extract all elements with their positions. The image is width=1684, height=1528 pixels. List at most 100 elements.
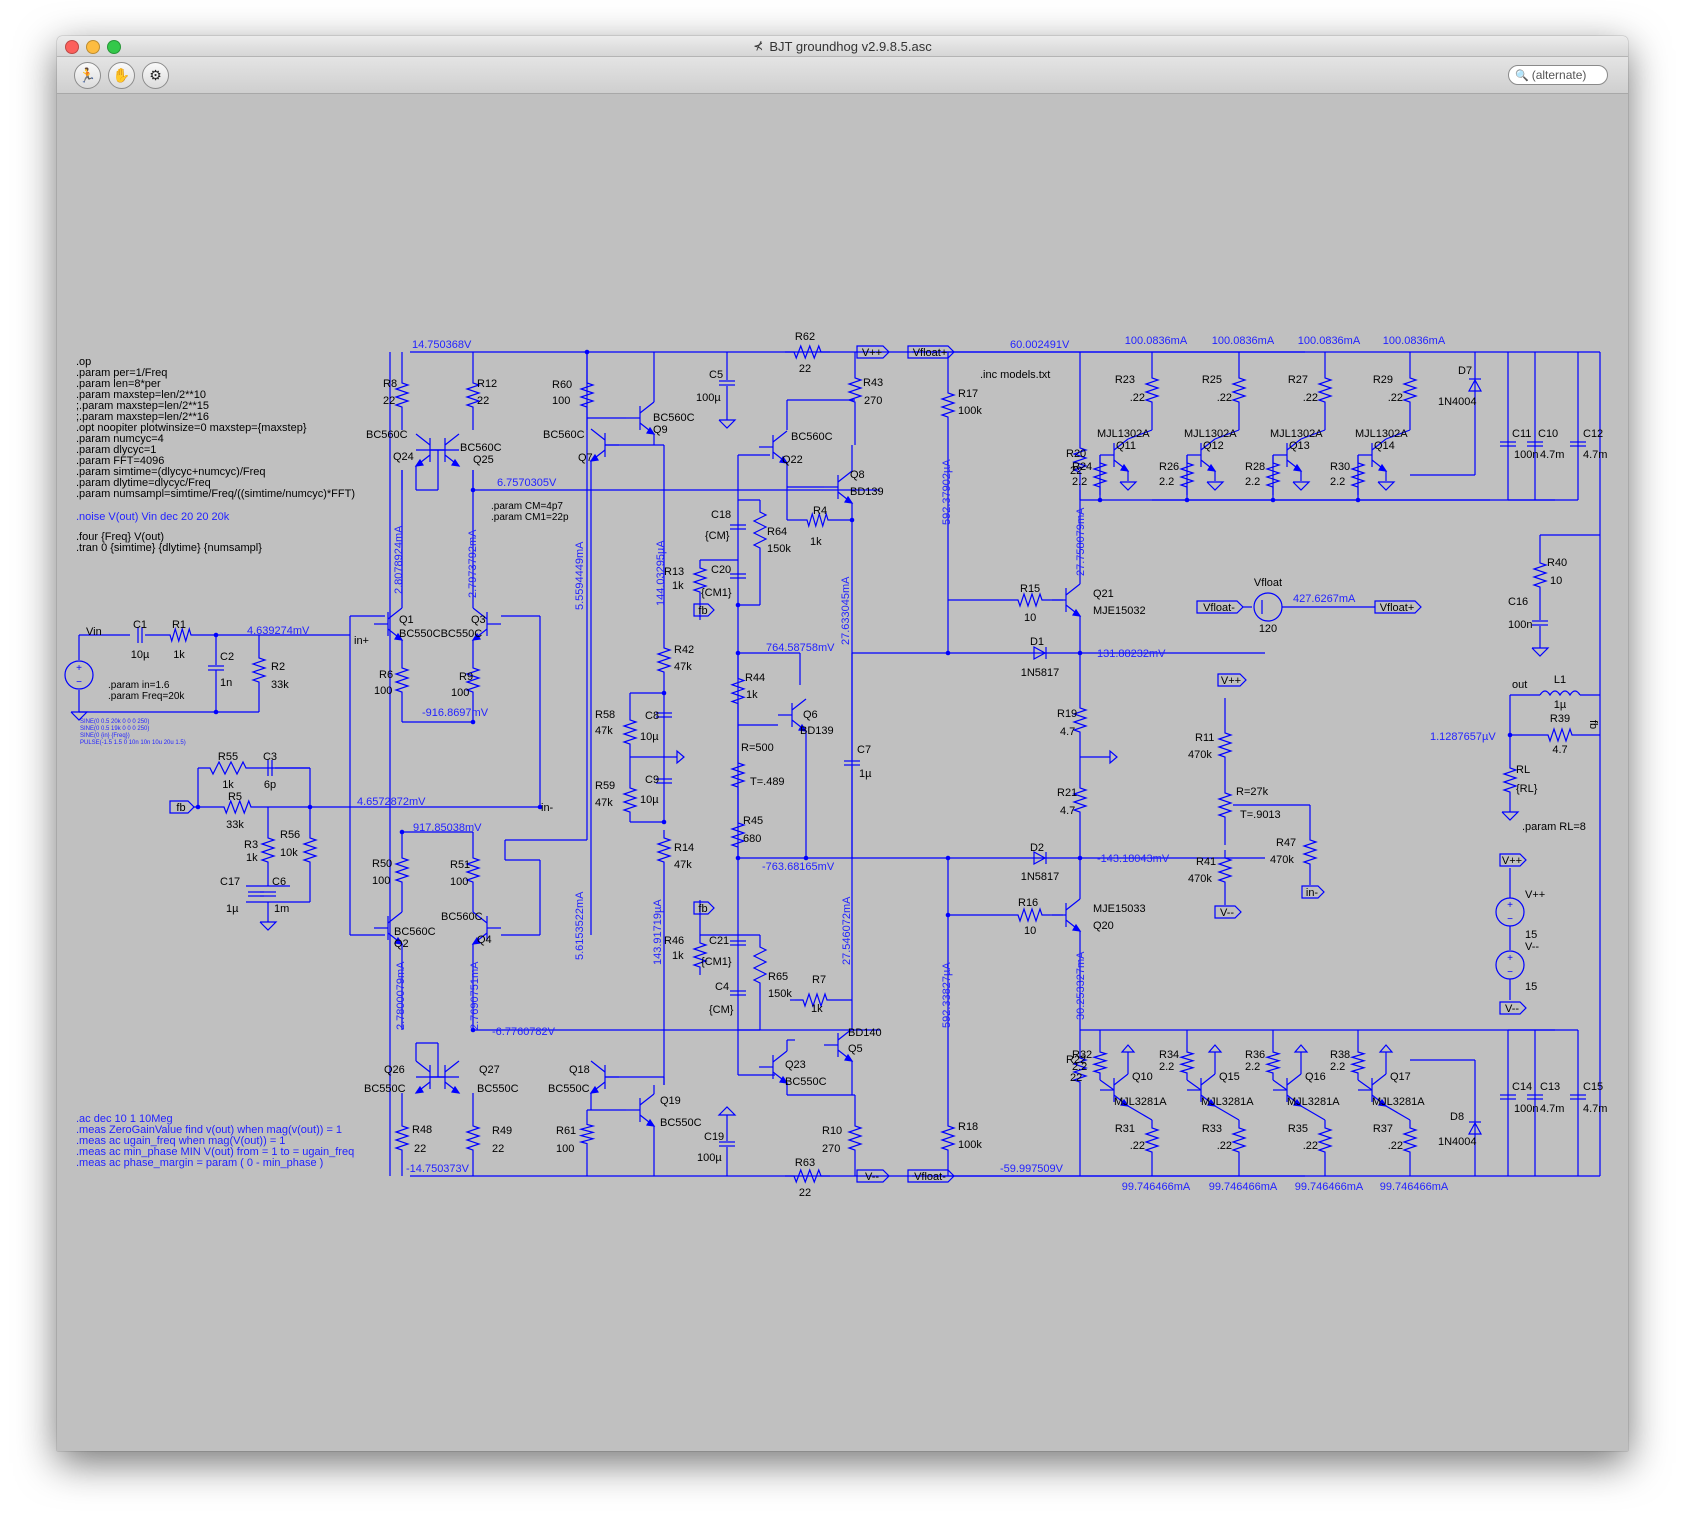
directive-text: .tran 0 {simtime} {dlytime} {numsampl}: [76, 542, 262, 554]
component-value: 1µ: [226, 903, 239, 915]
resistor: [302, 830, 318, 870]
ground-symbol: [1119, 481, 1138, 491]
part-number: BD140: [848, 1027, 882, 1039]
close-window-button[interactable]: [65, 40, 79, 54]
ref-designator: R5: [228, 791, 242, 803]
port-flag: [693, 603, 715, 617]
ref-designator: Q19: [660, 1095, 681, 1107]
component-value: 470k: [1270, 854, 1294, 866]
wire: [1385, 429, 1411, 440]
ref-designator: D8: [1450, 1111, 1464, 1123]
transistor-arrow: [1207, 1098, 1217, 1107]
ref-designator: R63: [795, 1157, 815, 1169]
resistor: [1010, 592, 1050, 608]
ref-designator: R25: [1202, 374, 1222, 386]
resistor: [1217, 850, 1233, 890]
component-value: 2.2: [1245, 1061, 1260, 1073]
component-value: 1k: [222, 779, 234, 791]
ref-designator: C18: [711, 509, 731, 521]
resistor: [260, 830, 276, 870]
zoom-window-button[interactable]: [107, 40, 121, 54]
component-value: 10: [1024, 925, 1036, 937]
transistor: [387, 607, 403, 620]
component-value: 1m: [274, 903, 289, 915]
voltage-annotation: -763.68165mV: [762, 861, 835, 873]
voltage-annotation: -143.18043mV: [1097, 853, 1170, 865]
pot-value: T=.9013: [1240, 809, 1281, 821]
port-label: V++: [1221, 675, 1241, 687]
port-flag: [1217, 673, 1247, 687]
rail-arrow: [1207, 1044, 1223, 1053]
resistor: [1179, 455, 1195, 495]
transistor-arrow: [844, 1053, 854, 1062]
component-value: 270: [864, 395, 882, 407]
voltage-annotation: 1.1287657µV: [1430, 731, 1496, 743]
probe-button[interactable]: ⚙: [142, 62, 169, 89]
transistor: [1065, 583, 1081, 596]
ref-designator: C21: [709, 935, 729, 947]
component-value: 1k: [672, 950, 684, 962]
directive-text: .opt noopiter plotwinsize=0 maxstep={max…: [76, 422, 307, 434]
ref-designator: R59: [595, 780, 615, 792]
directive-text: .meas ac phase_margin = param ( 0 - min_…: [76, 1157, 323, 1169]
current-annotation: 427.6267mA: [1293, 593, 1356, 605]
transistor: [472, 911, 488, 924]
resistor: [465, 1118, 481, 1158]
search-field[interactable]: 🔍 (alternate): [1508, 65, 1608, 85]
resistor: [622, 780, 638, 820]
component-value: 1µ: [1554, 699, 1567, 711]
part-number: MJL1302A: [1355, 428, 1408, 440]
component-value: 4.7m: [1583, 1103, 1607, 1115]
search-placeholder: (alternate): [1531, 68, 1587, 82]
diode: [1467, 378, 1483, 392]
port-flag: [856, 345, 890, 359]
halt-button[interactable]: ✋: [108, 62, 135, 89]
transistor-arrow: [1293, 463, 1303, 472]
transistor: [1286, 1073, 1302, 1086]
component-value: 47k: [674, 859, 692, 871]
run-button[interactable]: 🏃: [74, 62, 101, 89]
current-annotation: 100.0836mA: [1383, 335, 1446, 347]
ground-symbol: [717, 1106, 737, 1116]
part-number: BC550CBC550C: [399, 628, 482, 640]
transistor: [415, 433, 431, 446]
current-annotation: 143.91719µA: [652, 899, 664, 965]
transistor: [791, 698, 807, 711]
source-name: Vfloat: [1254, 577, 1282, 589]
part-number: MJL3281A: [1114, 1096, 1167, 1108]
component-value: 100: [372, 875, 390, 887]
port-flag: [1301, 885, 1325, 899]
minimize-window-button[interactable]: [86, 40, 100, 54]
wire: [1300, 1105, 1326, 1121]
resistor: [940, 1118, 956, 1158]
port-flag: [1499, 1001, 1527, 1015]
ref-designator: C6: [272, 876, 286, 888]
schematic-svg[interactable]: R6222R6322V++V--Vfloat+Vfloat-14.750368V…: [57, 94, 1628, 1451]
probe-icon: ⚙: [149, 67, 162, 83]
transistor-arrow: [1378, 1098, 1388, 1107]
ref-designator: Q16: [1305, 1071, 1326, 1083]
transistor: [772, 430, 788, 443]
resistor: [730, 755, 746, 795]
current-annotation: 27.758079mA: [1075, 507, 1087, 576]
ref-designator: R20: [1066, 448, 1086, 460]
directive-text: .ac dec 10 1 10Meg: [76, 1113, 173, 1125]
transistor-arrow: [1120, 463, 1130, 472]
hand-icon: ✋: [112, 67, 131, 83]
ref-designator: Q20: [1093, 920, 1114, 932]
ref-designator: R3: [244, 839, 258, 851]
junction-dot: [661, 819, 667, 825]
resistor: [1231, 370, 1247, 410]
voltage-annotation: 131.88232mV: [1097, 648, 1166, 660]
ref-designator: Q12: [1203, 440, 1224, 452]
ref-designator: C9: [645, 774, 659, 786]
directive-text: .noise V(out) Vin dec 20 20 20k: [76, 511, 230, 523]
ref-designator: R15: [1020, 583, 1040, 595]
transistor-arrow: [779, 1075, 789, 1084]
ref-designator: Q25: [473, 454, 494, 466]
ref-designator: Q8: [850, 469, 865, 481]
transistor-arrow: [589, 453, 599, 462]
transistor-arrow: [1207, 463, 1217, 472]
port-flag: [1499, 853, 1527, 867]
